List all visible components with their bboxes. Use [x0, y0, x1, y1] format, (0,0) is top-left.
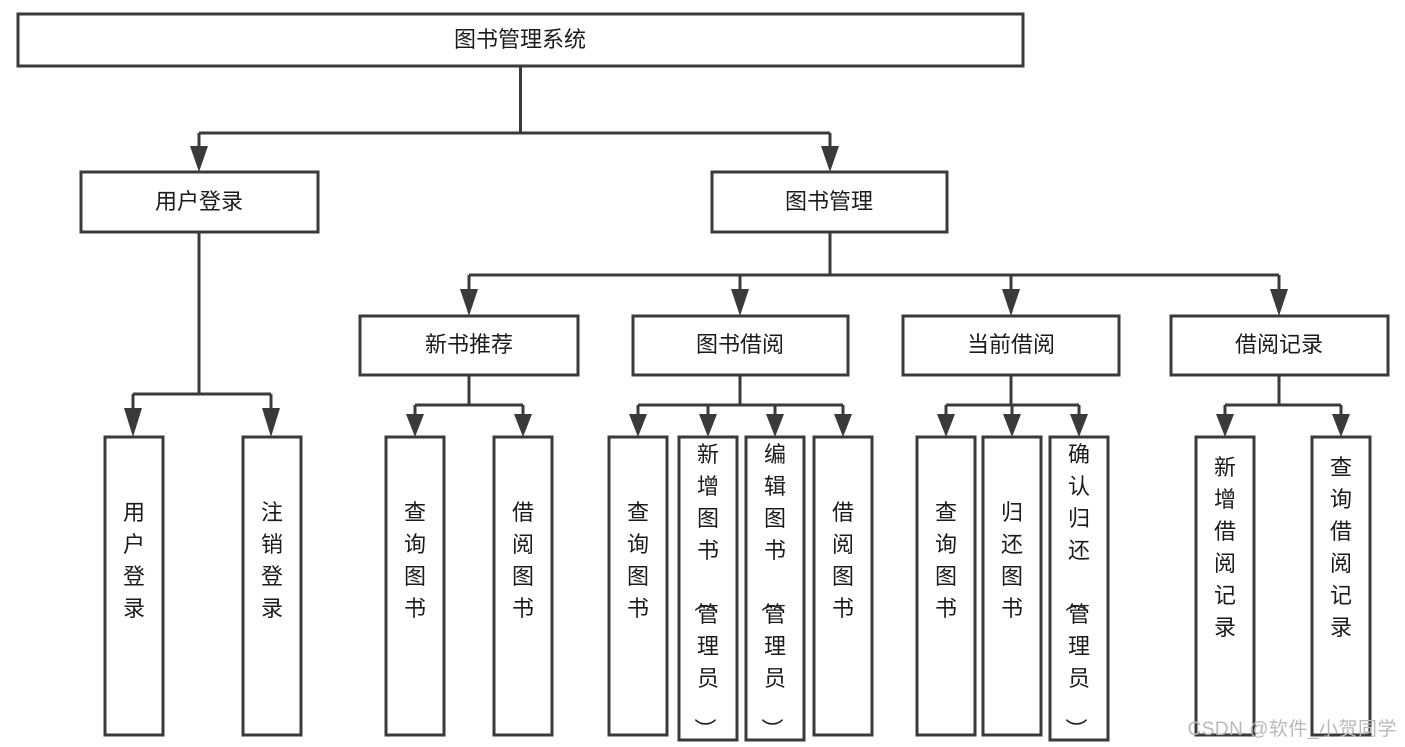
- arrow-to-leaf-return-book: [1003, 414, 1021, 437]
- leaf-user-logout[interactable]: 注销登录: [241, 435, 303, 737]
- leaf-query-record[interactable]: 查询借阅记录: [1310, 435, 1372, 737]
- arrow-to-leaf-query-book-1: [406, 414, 424, 437]
- node-book-manage[interactable]: 图书管理: [710, 170, 949, 234]
- node-user-login-box[interactable]: [79, 170, 320, 234]
- arrow-to-user-login: [190, 146, 208, 172]
- leaf-query-book-1-label: 查询图书: [404, 500, 426, 621]
- leaf-query-record-box[interactable]: [1310, 435, 1372, 737]
- leaf-edit-book[interactable]: 编辑图书（管理员）: [744, 435, 806, 742]
- node-new-book-recommend-label: 新书推荐: [425, 332, 513, 357]
- node-borrow-record[interactable]: 借阅记录: [1169, 314, 1390, 377]
- leaf-query-book-2-box[interactable]: [607, 435, 669, 737]
- arrow-to-leaf-user-login: [124, 408, 142, 437]
- leaf-query-book-1[interactable]: 查询图书: [384, 435, 446, 737]
- leaf-add-book[interactable]: 新增图书（管理员）: [677, 435, 739, 742]
- leaf-user-login-box[interactable]: [103, 435, 165, 737]
- leaf-return-book-box[interactable]: [981, 435, 1043, 737]
- connector-group-borrow-record: [1216, 375, 1350, 437]
- leaf-edit-book-box[interactable]: [744, 435, 806, 742]
- node-root[interactable]: 图书管理系统: [16, 12, 1025, 68]
- arrow-to-leaf-borrow-book-1: [514, 414, 532, 437]
- leaf-borrow-book-1[interactable]: 借阅图书: [492, 435, 554, 737]
- node-current-borrow-label: 当前借阅: [967, 332, 1055, 357]
- leaf-user-logout-label: 注销登录: [261, 500, 283, 621]
- leaf-confirm-return-label: 确认归还（管理员）: [1063, 442, 1090, 740]
- leaf-add-book-label: 新增图书（管理员）: [692, 442, 719, 740]
- leaf-add-record[interactable]: 新增借阅记录: [1194, 435, 1256, 737]
- node-new-book-recommend-box[interactable]: [358, 314, 580, 377]
- leaf-confirm-return-box[interactable]: [1048, 435, 1110, 742]
- node-book-manage-box[interactable]: [710, 170, 949, 234]
- connector-group-root: [190, 66, 839, 172]
- arrow-to-new-book-recommend: [460, 289, 478, 316]
- leaf-query-record-label: 查询借阅记录: [1330, 455, 1352, 640]
- leaf-user-login[interactable]: 用户登录: [103, 435, 165, 737]
- node-current-borrow-box[interactable]: [901, 314, 1121, 377]
- arrow-to-book-manage: [821, 146, 839, 172]
- leaf-borrow-book-2-box[interactable]: [812, 435, 874, 737]
- arrow-to-leaf-query-book-3: [937, 414, 955, 437]
- arrow-to-leaf-confirm-return: [1070, 414, 1088, 437]
- connector-group-new-book-recommend: [406, 375, 532, 437]
- connector-group-user-login: [124, 232, 280, 437]
- arrow-to-leaf-query-record: [1332, 414, 1350, 437]
- leaf-query-book-3[interactable]: 查询图书: [915, 435, 977, 737]
- leaf-user-logout-box[interactable]: [241, 435, 303, 737]
- leaf-confirm-return[interactable]: 确认归还（管理员）: [1048, 435, 1110, 742]
- leaf-add-record-box[interactable]: [1194, 435, 1256, 737]
- leaf-query-book-3-box[interactable]: [915, 435, 977, 737]
- node-current-borrow[interactable]: 当前借阅: [901, 314, 1121, 377]
- leaf-borrow-book-2-label: 借阅图书: [832, 500, 854, 621]
- leaf-borrow-book-1-box[interactable]: [492, 435, 554, 737]
- leaf-query-book-2-label: 查询图书: [627, 500, 649, 621]
- node-book-borrow-box[interactable]: [631, 314, 850, 377]
- node-book-manage-label: 图书管理: [785, 189, 873, 214]
- connector-group-book-manage: [460, 232, 1288, 316]
- node-book-borrow[interactable]: 图书借阅: [631, 314, 850, 377]
- arrow-to-leaf-add-book: [699, 414, 717, 437]
- leaf-add-record-label: 新增借阅记录: [1214, 455, 1236, 640]
- arrow-to-borrow-record: [1270, 289, 1288, 316]
- node-root-label: 图书管理系统: [454, 27, 586, 52]
- connector-group-current-borrow: [937, 375, 1088, 437]
- node-root-box[interactable]: [16, 12, 1025, 68]
- leaf-borrow-book-2[interactable]: 借阅图书: [812, 435, 874, 737]
- node-new-book-recommend[interactable]: 新书推荐: [358, 314, 580, 377]
- leaf-query-book-1-box[interactable]: [384, 435, 446, 737]
- node-book-borrow-label: 图书借阅: [696, 332, 784, 357]
- arrow-to-leaf-query-book-2: [629, 414, 647, 437]
- connector-group-book-borrow: [629, 375, 852, 437]
- node-user-login[interactable]: 用户登录: [79, 170, 320, 234]
- node-borrow-record-box[interactable]: [1169, 314, 1390, 377]
- node-user-login-label: 用户登录: [155, 189, 243, 214]
- leaf-add-book-box[interactable]: [677, 435, 739, 742]
- leaf-borrow-book-1-label: 借阅图书: [512, 500, 534, 621]
- leaf-edit-book-label: 编辑图书（管理员）: [759, 442, 786, 740]
- arrow-to-leaf-edit-book: [766, 414, 784, 437]
- arrow-to-leaf-borrow-book-2: [834, 414, 852, 437]
- leaf-user-login-label: 用户登录: [123, 500, 145, 621]
- leaf-query-book-2[interactable]: 查询图书: [607, 435, 669, 737]
- node-borrow-record-label: 借阅记录: [1235, 332, 1323, 357]
- arrow-to-leaf-user-logout: [262, 408, 280, 437]
- leaf-return-book-label: 归还图书: [1001, 500, 1023, 621]
- leaf-return-book[interactable]: 归还图书: [981, 435, 1043, 737]
- leaf-query-book-3-label: 查询图书: [935, 500, 957, 621]
- arrow-to-current-borrow: [1002, 289, 1020, 316]
- arrow-to-book-borrow: [731, 289, 749, 316]
- arrow-to-leaf-add-record: [1216, 414, 1234, 437]
